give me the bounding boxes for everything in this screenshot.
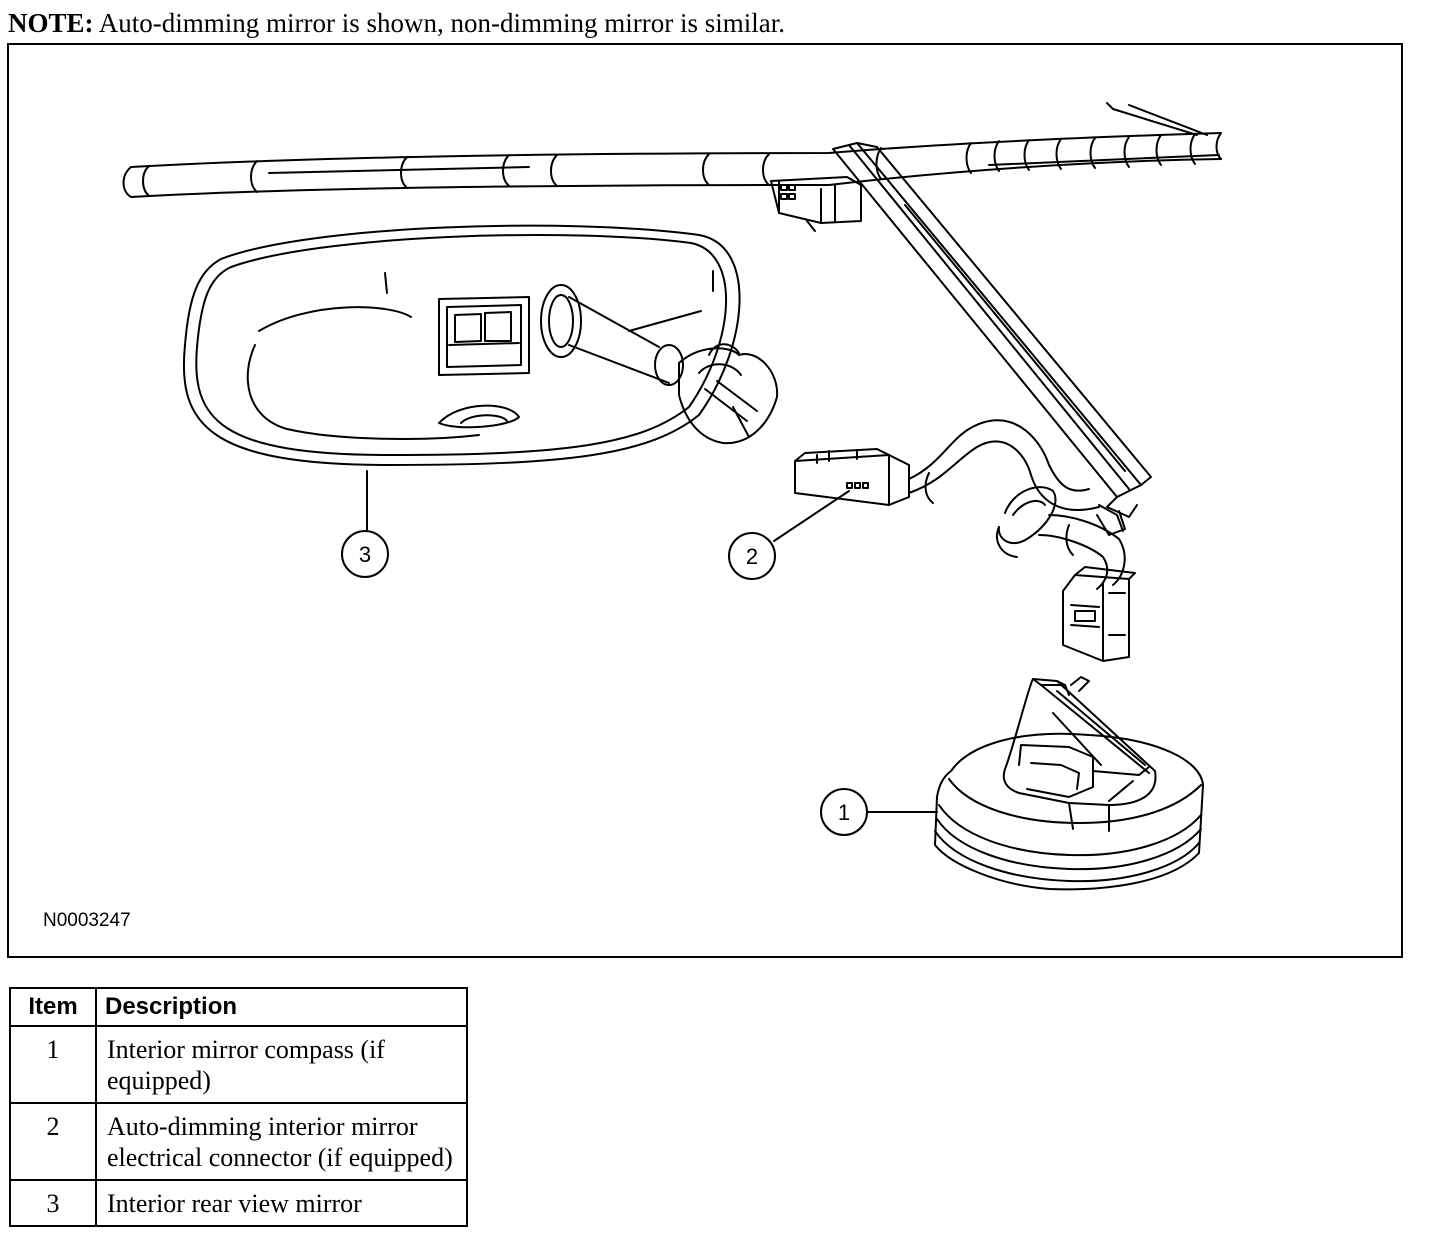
item-description-table: Item Description 1 Interior mirror compa… xyxy=(9,987,468,1227)
note: NOTE: Auto-dimming mirror is shown, non-… xyxy=(8,6,785,40)
harness-connector xyxy=(770,176,862,232)
header-description: Description xyxy=(95,987,468,1027)
table-row: 1 Interior mirror compass (if equipped) xyxy=(9,1025,468,1104)
table-header-row: Item Description xyxy=(9,987,468,1027)
callout-2-label: 2 xyxy=(746,544,758,569)
interior-rear-view-mirror xyxy=(182,224,779,466)
note-label: NOTE: xyxy=(8,8,94,38)
item-number: 2 xyxy=(9,1102,97,1181)
callout-2: 2 xyxy=(728,532,776,580)
item-number: 3 xyxy=(9,1179,97,1227)
auto-dimming-mirror-connector xyxy=(794,419,1136,662)
callout-3-label: 3 xyxy=(359,542,371,567)
item-number: 1 xyxy=(9,1025,97,1104)
table-row: 2 Auto-dimming interior mirror electrica… xyxy=(9,1102,468,1181)
item-description: Interior mirror compass (if equipped) xyxy=(95,1025,468,1104)
callout-1: 1 xyxy=(820,788,868,836)
header-item: Item xyxy=(9,987,97,1027)
item-description: Interior rear view mirror xyxy=(95,1179,468,1227)
callout-1-label: 1 xyxy=(838,800,850,825)
mirror-bracket xyxy=(832,142,1152,536)
wire-harness xyxy=(122,102,1222,198)
leader-lines xyxy=(366,470,938,813)
illustration-frame: 1 2 3 N0003247 xyxy=(7,43,1403,958)
mirror-illustration: 1 2 3 xyxy=(122,102,1222,891)
note-text: Auto-dimming mirror is shown, non-dimmin… xyxy=(98,8,786,38)
figure-id: N0003247 xyxy=(43,910,131,931)
table-row: 3 Interior rear view mirror xyxy=(9,1179,468,1227)
interior-mirror-compass xyxy=(934,676,1204,891)
callout-3: 3 xyxy=(341,530,389,578)
item-description: Auto-dimming interior mirror electrical … xyxy=(95,1102,468,1181)
